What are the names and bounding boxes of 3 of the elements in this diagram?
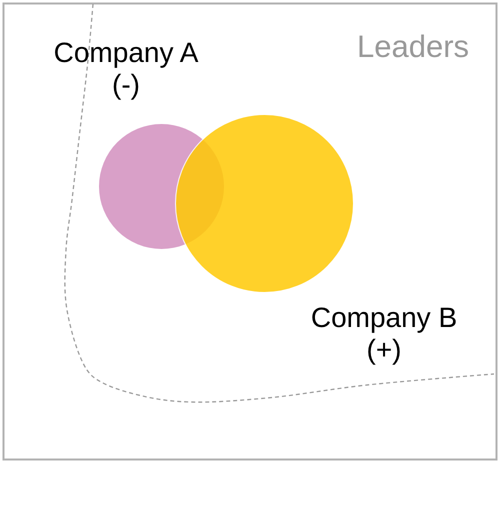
company-label: Company A (-) <box>52 37 200 101</box>
company-label: Company B (+) <box>310 302 458 366</box>
quadrant-label: Leaders <box>357 29 470 65</box>
